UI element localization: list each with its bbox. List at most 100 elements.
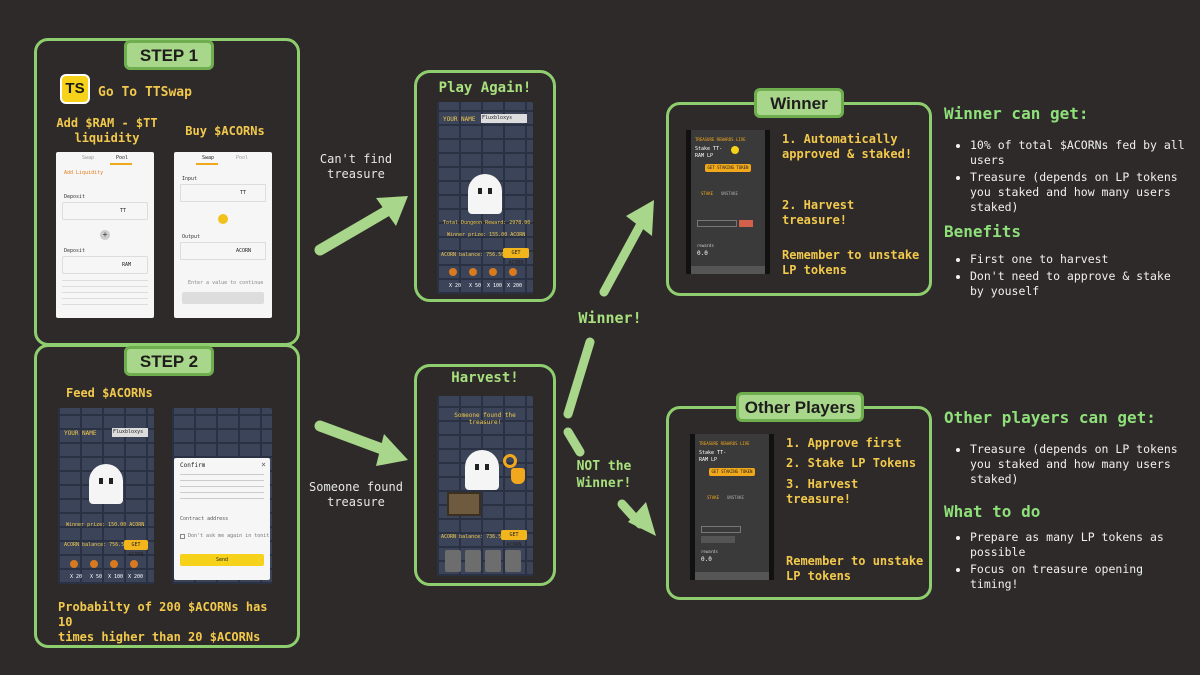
- o-tab-unstake[interactable]: UNSTAKE: [727, 495, 744, 500]
- step2-tag: STEP 2: [124, 346, 214, 376]
- pool-screen: Swap Pool Add Liquidity Deposit TT + Dep…: [56, 152, 154, 318]
- probability-note: Probabilty of 200 $ACORNs has 10 times h…: [58, 600, 268, 644]
- other-step-1: 1. Approve first: [786, 436, 902, 450]
- cant-find-label: Can't find treasure: [319, 152, 393, 181]
- what-to-do-list: Prepare as many LP tokens as possible Fo…: [956, 530, 1186, 594]
- arrow-to-harvest: [314, 420, 408, 466]
- winner-staking-screen: TREASURE REWARDS LIVE Stake TT-RAM LP GE…: [686, 130, 770, 274]
- output-field[interactable]: [180, 242, 266, 260]
- harvest-game-screen: Someone found the treasure! ACORN balanc…: [437, 396, 533, 576]
- deposit-token-ram[interactable]: RAM: [122, 262, 132, 268]
- benefits-item: Don't need to approve & stake by youself: [970, 269, 1186, 299]
- swap-submit-button[interactable]: [182, 292, 264, 304]
- other-step-2: 2. Stake LP Tokens: [786, 456, 917, 470]
- pool-tab-pool[interactable]: Pool: [116, 155, 129, 161]
- w-bottom-bar: [691, 266, 765, 274]
- other-players-can-get-list: Treasure (depends on LP tokens you stake…: [956, 442, 1186, 489]
- deposit-input-2[interactable]: [62, 256, 148, 274]
- w-header: TREASURE REWARDS LIVE: [695, 137, 746, 142]
- arrow-to-other-players: [563, 427, 656, 536]
- pool-details: [62, 280, 148, 310]
- checkbox[interactable]: [180, 534, 185, 539]
- benefits-heading: Benefits: [944, 222, 1022, 241]
- o-tab-stake[interactable]: STAKE: [707, 495, 720, 500]
- treasure-chest-icon: [447, 492, 481, 516]
- input-field[interactable]: [180, 184, 266, 202]
- pa-acorn-icon-200[interactable]: [509, 268, 517, 276]
- add-liquidity-row[interactable]: Add Liquidity: [64, 170, 104, 176]
- get-acorn-button[interactable]: GET ACORN: [124, 540, 148, 558]
- acorn-icon-20[interactable]: [70, 560, 78, 568]
- winner-can-get-item: Treasure (depends on LP tokens you stake…: [970, 170, 1186, 215]
- w-rewards-value: 0.0: [697, 250, 708, 257]
- swap-tab-pool[interactable]: Pool: [236, 155, 249, 161]
- pa-ghost-icon: [468, 174, 502, 214]
- winner-prize: Winner prize: 150.00 ACORN: [66, 522, 145, 528]
- enter-value-text: Enter a value to continue: [188, 280, 264, 286]
- plus-icon[interactable]: +: [100, 230, 110, 240]
- step1-tag: STEP 1: [124, 40, 214, 70]
- pa-acorn-icon-50[interactable]: [469, 268, 477, 276]
- feed-acorns-label: Feed $ACORNs: [66, 386, 153, 400]
- o-stake-input[interactable]: [701, 526, 741, 533]
- pa-get-acorn-button[interactable]: GET ACORN: [503, 248, 529, 266]
- hv-acorn-slot-3[interactable]: [485, 550, 501, 572]
- deposit-token-tt[interactable]: TT: [120, 208, 127, 214]
- other-step-4: Remember to unstake LP tokens: [786, 554, 924, 583]
- pa-multiplier-50: X 50: [469, 283, 482, 289]
- send-button[interactable]: Send: [180, 554, 264, 566]
- pool-tab-swap[interactable]: Swap: [82, 155, 95, 161]
- swap-screen: Swap Pool Input TT Output ACORN Enter a …: [174, 152, 272, 318]
- key-icon: [503, 454, 517, 468]
- o-get-staking-token-button[interactable]: GET STAKING TOKEN: [709, 468, 755, 476]
- hv-acorn-slot-2[interactable]: [465, 550, 481, 572]
- acorn-icon-100[interactable]: [110, 560, 118, 568]
- hv-acorn-slot-1[interactable]: [445, 550, 461, 572]
- o-rewards-value: 0.0: [701, 556, 712, 563]
- close-icon[interactable]: ×: [261, 460, 266, 469]
- output-token-acorn[interactable]: ACORN: [236, 248, 252, 254]
- w-tab-unstake[interactable]: UNSTAKE: [721, 191, 738, 196]
- winner-can-get-heading: Winner can get:: [944, 104, 1089, 123]
- pa-acorn-balance: ACORN balance: 756.56: [441, 252, 505, 258]
- acorn-icon-200[interactable]: [130, 560, 138, 568]
- ttswap-logo: TS: [60, 74, 90, 104]
- hv-ghost-icon: [465, 450, 499, 490]
- w-get-staking-token-button[interactable]: GET STAKING TOKEN: [705, 164, 751, 172]
- o-stake-action[interactable]: [701, 536, 735, 543]
- name-input[interactable]: Fluxbloxys: [112, 428, 148, 437]
- winner-tag: Winner: [754, 88, 844, 118]
- input-token-tt[interactable]: TT: [240, 190, 247, 196]
- swap-tab-swap[interactable]: Swap: [202, 155, 215, 161]
- winner-branch-label: Winner!: [578, 309, 642, 327]
- arrow-to-winner: [563, 200, 654, 419]
- o-bottom-bar: [695, 572, 769, 580]
- your-name-label: YOUR NAME: [64, 430, 97, 437]
- multiplier-20: X 20: [70, 574, 83, 580]
- what-to-do-item: Prepare as many LP tokens as possible: [970, 530, 1186, 560]
- deposit-label-1: Deposit: [64, 194, 86, 200]
- other-players-tag: Other Players: [736, 392, 864, 422]
- o-rewards-label: rewards: [701, 549, 718, 554]
- swap-tab-underline: [196, 163, 218, 165]
- pa-acorn-icon-100[interactable]: [489, 268, 497, 276]
- w-stake-input[interactable]: [697, 220, 737, 227]
- acorn-balance: ACORN balance: 756.56: [64, 542, 128, 548]
- hv-get-acorn-button[interactable]: GET ACORN: [501, 530, 527, 548]
- w-tab-stake[interactable]: STAKE: [701, 191, 714, 196]
- w-stake-action[interactable]: [739, 220, 753, 227]
- pa-name-input[interactable]: Fluxbloxys: [481, 114, 527, 123]
- harvest-panel: [414, 364, 556, 586]
- pa-winner-prize: Winner prize: 155.00 ACORN: [447, 232, 526, 238]
- checkbox-label: Don't ask me again in tonit: [188, 533, 270, 539]
- arrow-to-play-again: [314, 196, 408, 256]
- swap-direction-icon[interactable]: [218, 214, 228, 224]
- pa-acorn-icon-20[interactable]: [449, 268, 457, 276]
- winner-can-get-list: 10% of total $ACORNs fed by all users Tr…: [956, 138, 1186, 217]
- hv-acorn-slot-4[interactable]: [505, 550, 521, 572]
- step2-panel: [34, 344, 300, 648]
- deposit-input-1[interactable]: [62, 202, 148, 220]
- acorn-icon-50[interactable]: [90, 560, 98, 568]
- what-to-do-heading: What to do: [944, 502, 1041, 521]
- ghost-icon: [89, 464, 123, 504]
